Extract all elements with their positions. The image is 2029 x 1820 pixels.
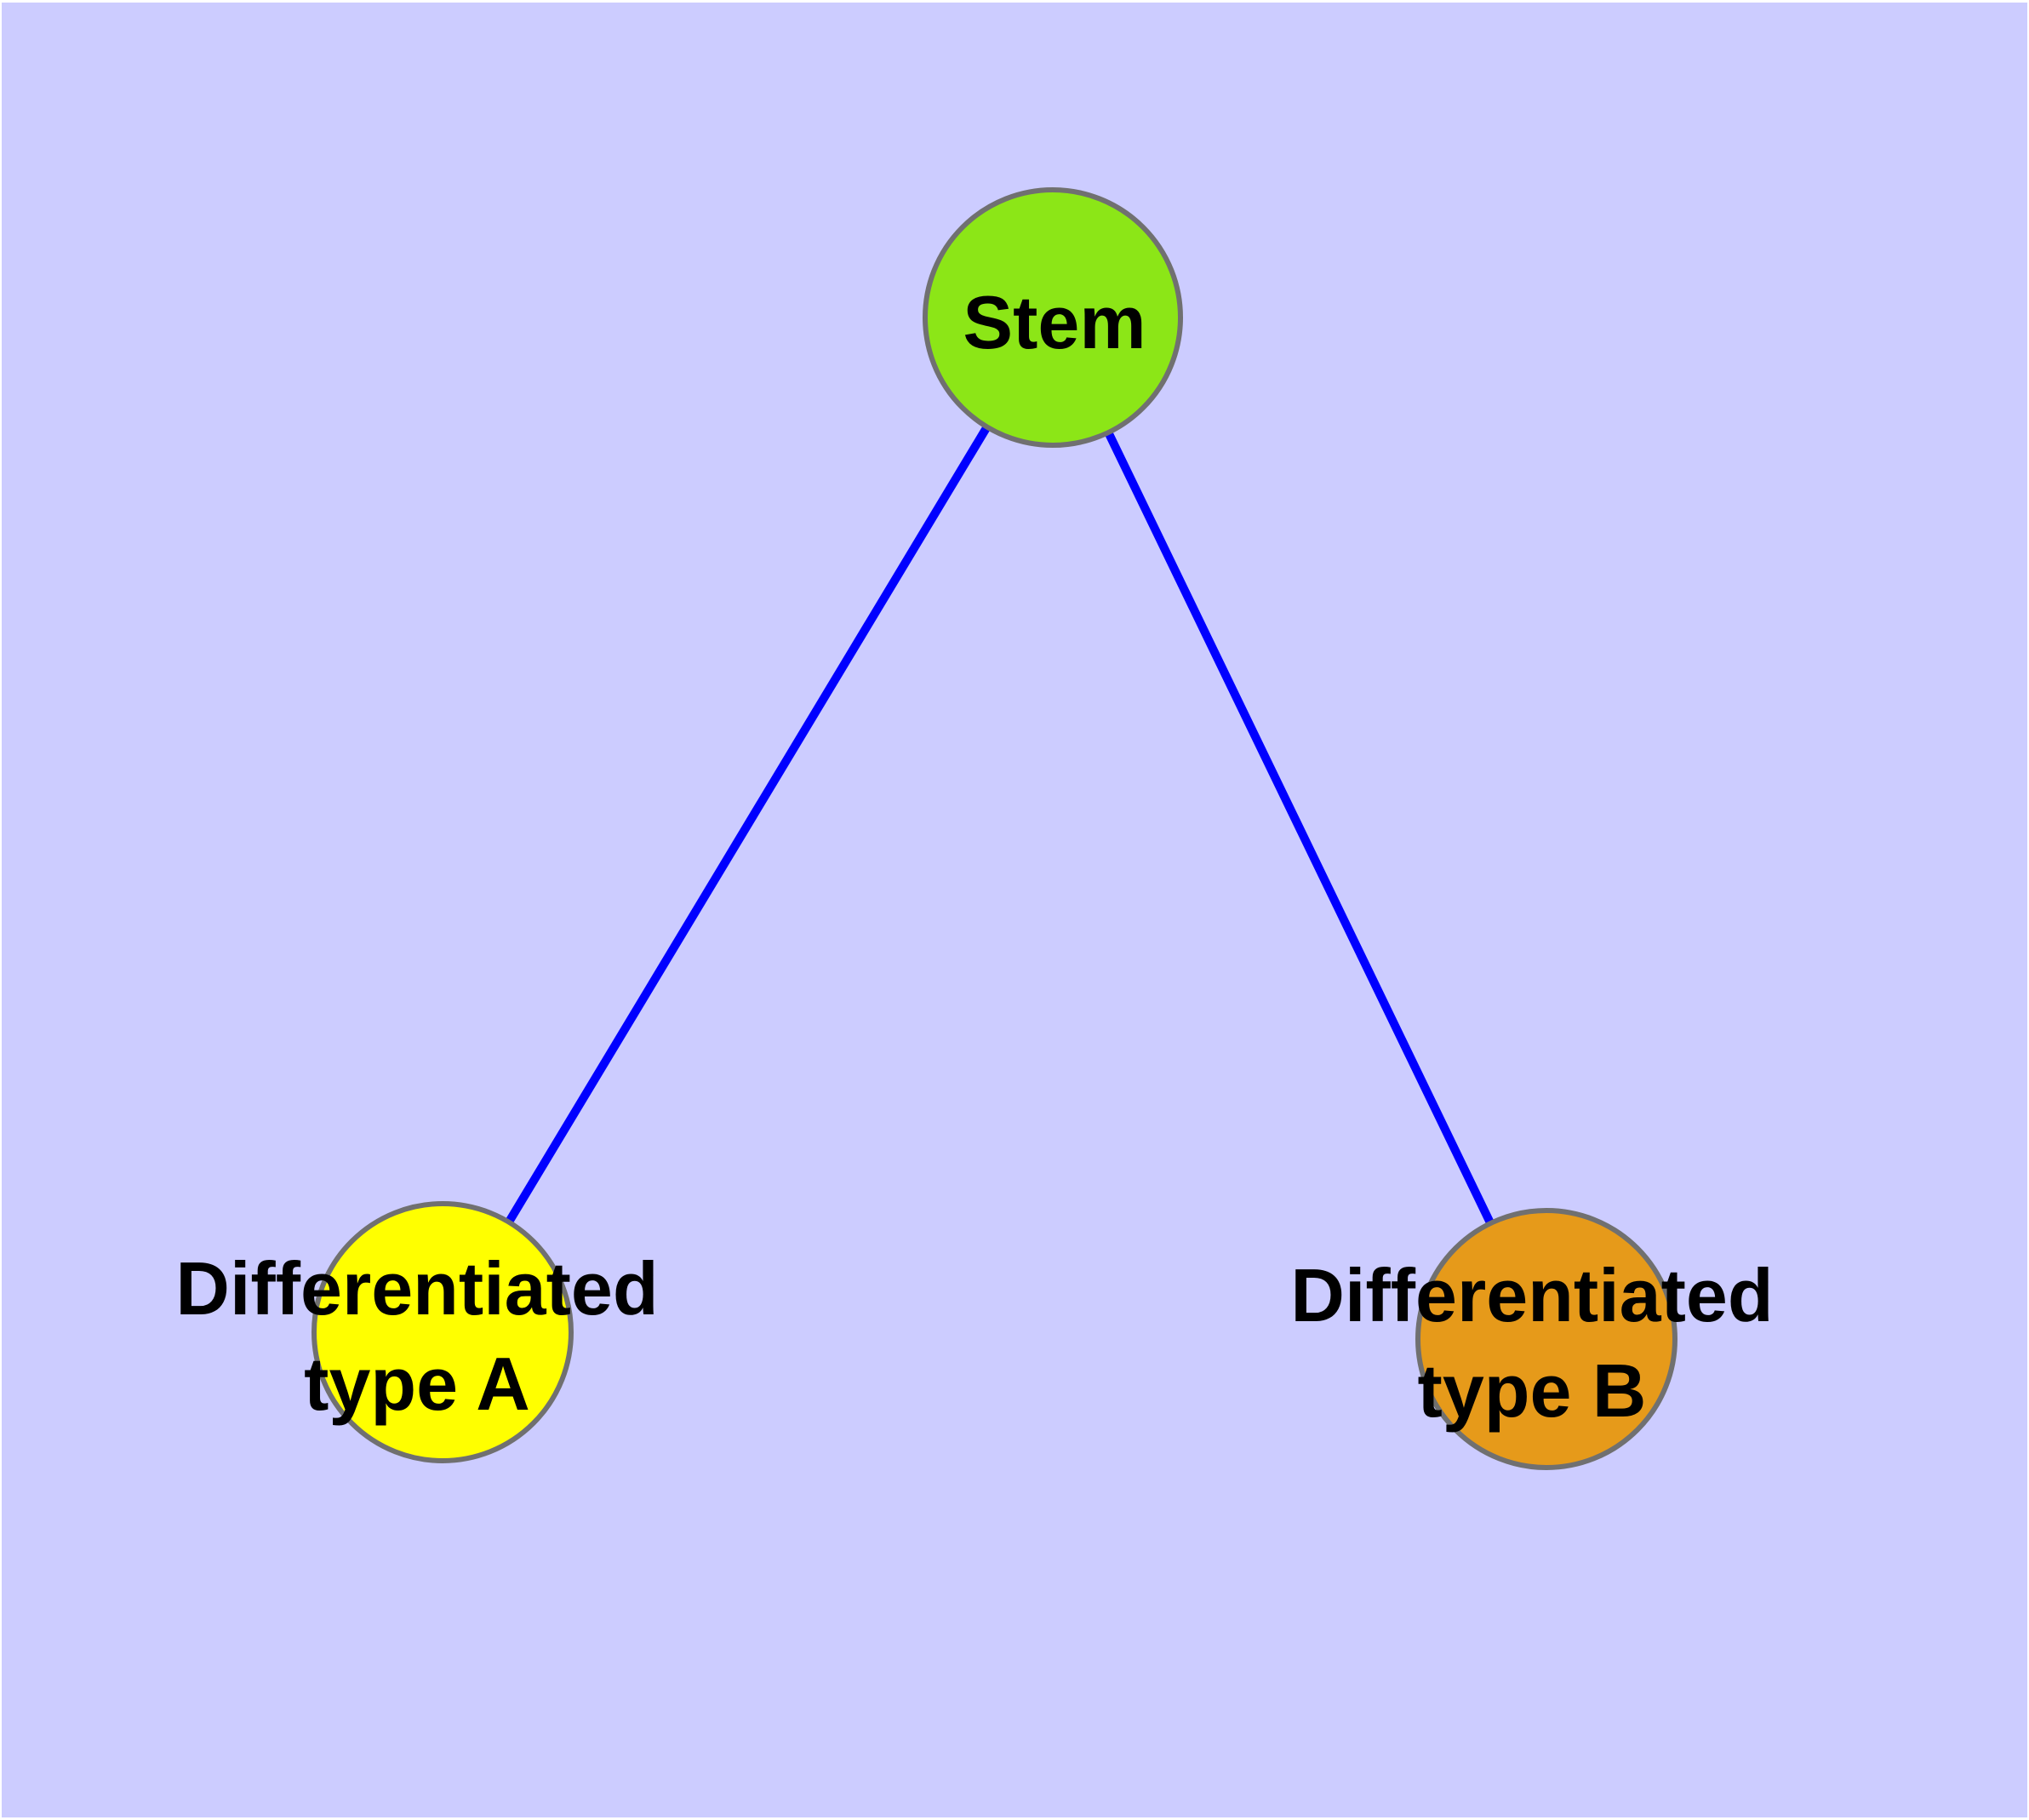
node-type-b-label-line2: type B [1417, 1348, 1647, 1433]
node-type-a [311, 1201, 574, 1463]
node-type-a-label-line2: type A [304, 1342, 530, 1426]
node-type-b-label-line1: Differentiated [1290, 1253, 1774, 1337]
edge-stem-to-type-a [438, 315, 1057, 1335]
node-stem-label: Stem [963, 280, 1146, 364]
node-type-a-label: Differentiated type A [175, 1241, 658, 1432]
node-stem [923, 187, 1183, 448]
edge-stem-to-type-b [1049, 315, 1551, 1342]
node-type-b [1415, 1208, 1677, 1470]
node-type-b-label: Differentiated type B [1290, 1248, 1773, 1439]
node-type-a-label-line1: Differentiated [175, 1246, 659, 1331]
